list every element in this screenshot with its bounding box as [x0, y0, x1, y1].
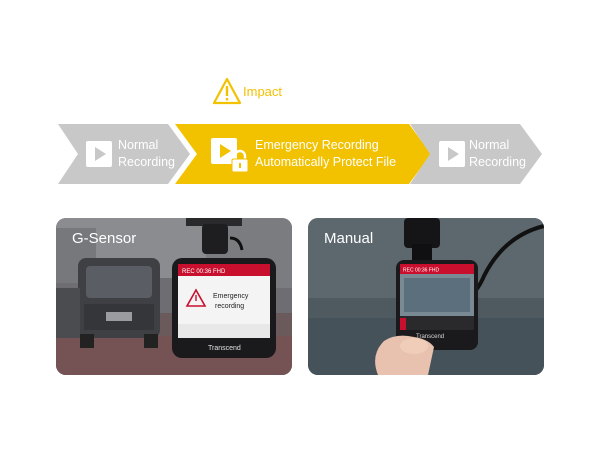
device-brand: Transcend: [208, 345, 241, 352]
device-alert-line1: Emergency: [213, 293, 249, 300]
device-alert-line2: recording: [215, 303, 244, 310]
impact-label: Impact: [243, 83, 283, 99]
chevron-shape: [58, 124, 190, 184]
play-icon: [439, 141, 465, 167]
card-title: Manual: [324, 230, 374, 247]
step-label-line2: Recording: [118, 155, 175, 169]
play-lock-icon: [211, 138, 249, 173]
flow-step-normal-recording-1: Normal Recording: [58, 124, 190, 184]
step-label-line1: Normal: [118, 138, 159, 152]
device-status-text: REC 00:36 FHD: [182, 269, 226, 275]
card-title: G-Sensor: [72, 230, 137, 247]
warning-triangle-icon: [212, 77, 242, 105]
step-label-line2: Recording: [469, 155, 526, 169]
step-label: Emergency Recording Automatically Protec…: [255, 137, 396, 171]
step-label-line2: Automatically Protect File: [255, 155, 397, 169]
step-label: Normal Recording: [118, 137, 175, 171]
g-sensor-photo: REC 00:36 FHD Emergency recording Transc…: [56, 218, 292, 375]
device-status-text: REC 00:36 FHD: [403, 268, 440, 274]
flow-step-emergency-recording: Emergency Recording Automatically Protec…: [175, 124, 431, 184]
manual-card: REC 00:36 FHD Transcend Manual: [308, 218, 544, 375]
chevron-shape: [410, 124, 542, 184]
impact-indicator: Impact: [212, 76, 282, 106]
g-sensor-card: REC 00:36 FHD Emergency recording Transc…: [56, 218, 292, 375]
step-label: Normal Recording: [469, 137, 526, 171]
step-label-line1: Normal: [469, 138, 510, 152]
manual-photo: REC 00:36 FHD Transcend: [308, 218, 544, 375]
device-brand: Transcend: [416, 334, 444, 340]
flow-step-normal-recording-2: Normal Recording: [410, 124, 542, 184]
step-label-line1: Emergency Recording: [255, 138, 379, 152]
play-icon: [86, 141, 112, 167]
